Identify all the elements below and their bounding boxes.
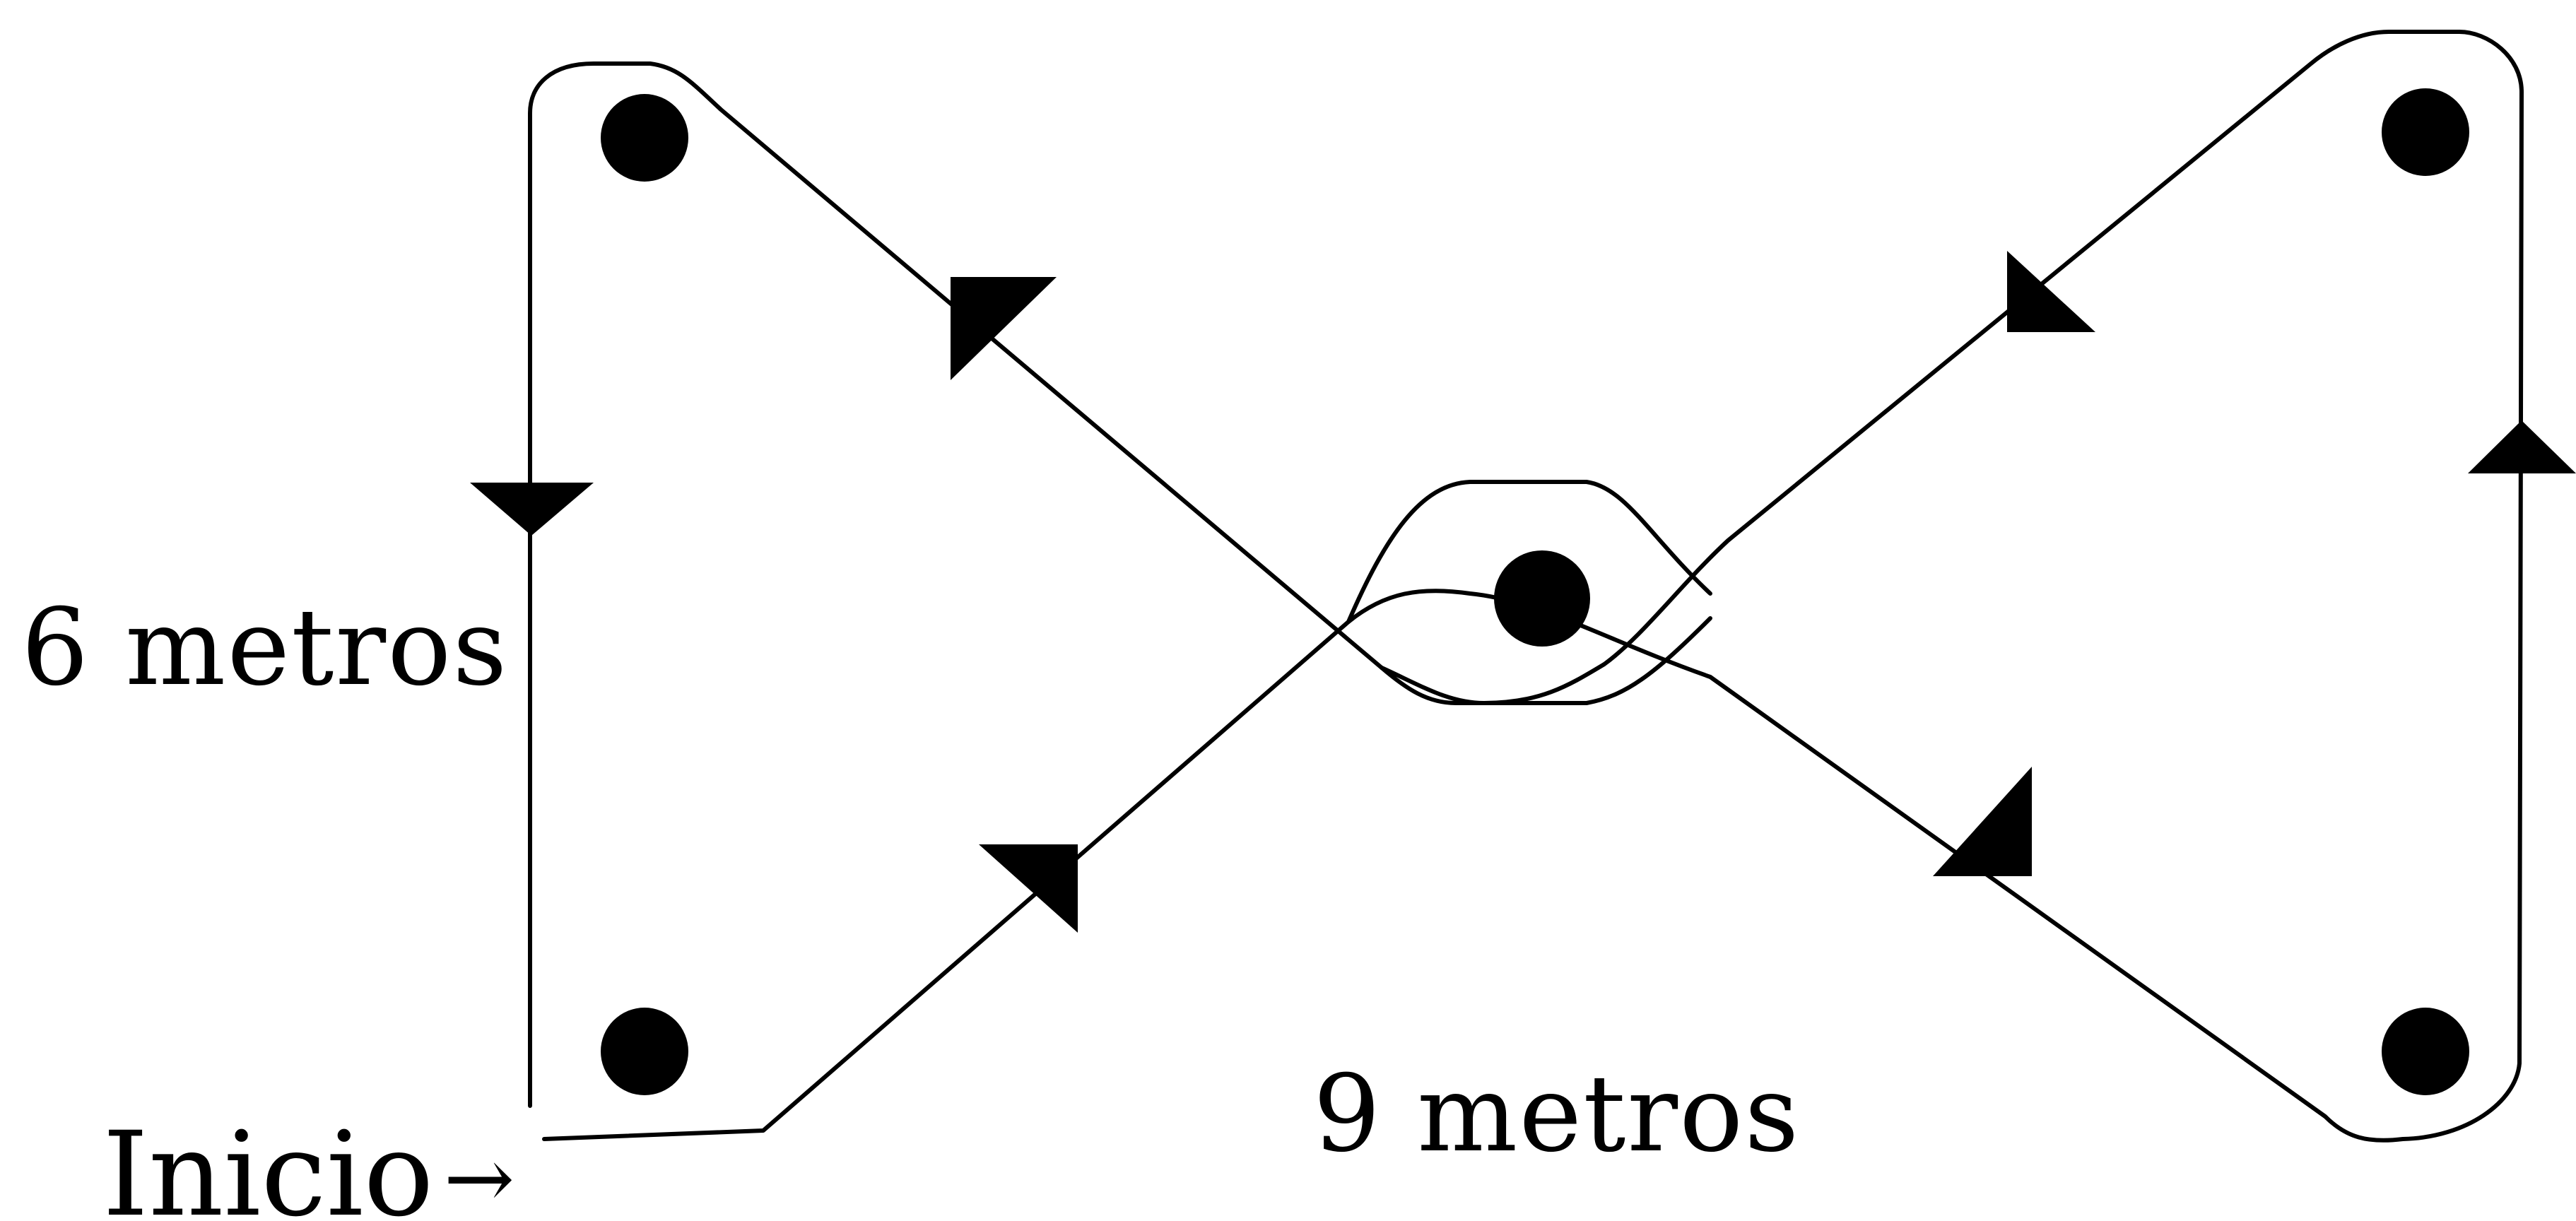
arrow-upper-left [951,277,1057,380]
width-label: 9 metros [1313,1053,1801,1176]
center-loop-top [1346,480,1712,624]
pole-bottom-left [601,1008,688,1095]
center-loop-bottom [1380,616,1712,705]
arrow-right-up [2468,420,2576,473]
pole-top-left [601,94,688,182]
arrow-upper-right [2007,251,2095,332]
route-path [528,30,2524,1143]
start-text: Inicio [102,1107,434,1221]
pole-top-right [2382,88,2469,176]
start-label: Inicio→ [102,1116,514,1221]
start-arrow-icon: → [443,1130,515,1221]
height-label: 6 metros [21,586,509,709]
arrow-left-down [470,483,594,536]
pole-bottom-right [2382,1008,2469,1095]
pole-center [1494,550,1590,647]
arrow-lower-left [979,844,1078,933]
arrow-lower-right [1933,767,2032,876]
